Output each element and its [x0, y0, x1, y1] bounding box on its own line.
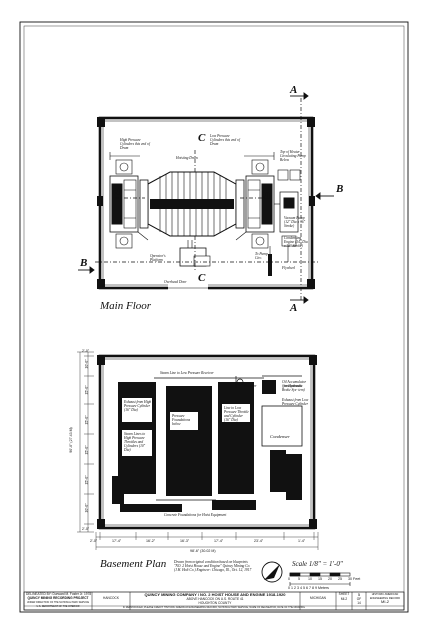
- tb-footer: IF REPRODUCED, PLEASE CREDIT: HISTORIC A…: [122, 606, 306, 609]
- label-hp-cylinders: High Pressure Cylinders this end of Drum: [120, 138, 150, 150]
- label-condensing-engine: Condensing Engine (14" Dia x 36" Stroke): [284, 236, 308, 248]
- scale-tick-20: 20: [328, 577, 332, 581]
- tb-title: QUINCY MINING COMPANY / NO. 2 HOIST HOUS…: [144, 592, 286, 597]
- label-overhead-door: Overhead Door: [164, 280, 187, 284]
- label-steam-lines-hp: Steam Lines to High Pressure Throttles a…: [124, 432, 146, 452]
- dim-bottom-3: 16'-2": [146, 539, 156, 543]
- label-lp-cylinders: Low Pressure Cylinders this end of Drum: [210, 134, 240, 146]
- drawing-notes: Drawn from original condition based on b…: [174, 560, 252, 572]
- section-marker-d-left: D: [114, 186, 122, 198]
- dim-left-6: 15'-0": [84, 475, 89, 485]
- dim-bottom-1: 2'-0": [90, 539, 98, 543]
- tb-habs-no: MI-2: [381, 599, 389, 604]
- scale-tick-30: 30 Feet: [348, 577, 361, 581]
- tb-state: MICHIGAN: [310, 596, 326, 600]
- low-pressure-engine: [245, 159, 275, 249]
- dim-bottom-6: 23'-4": [254, 539, 264, 543]
- scale-tick-0: 0: [288, 577, 290, 581]
- tb-delineator: DELINEATED BY: Durward M. Foster Jr. 197…: [26, 592, 92, 596]
- label-receiver: Receiver: [244, 384, 257, 388]
- flywheel: [268, 246, 272, 276]
- basement-plan: [77, 351, 319, 550]
- label-line-lp: Line to Low Pressure Throttle and Cylind…: [224, 406, 249, 422]
- label-to-pump: To Pump Circ.: [255, 252, 268, 260]
- tb-survey-no: MI-2: [340, 597, 348, 601]
- scale-tick-25: 25: [338, 577, 342, 581]
- dim-left-3: 15'-0": [84, 385, 89, 395]
- section-marker-c-top: C: [198, 132, 206, 144]
- high-pressure-engine: [109, 159, 139, 249]
- section-marker-a-top: A: [290, 84, 298, 96]
- label-operators-platform: Operator's Platform: [150, 254, 166, 262]
- section-marker-d-right: D: [262, 190, 270, 202]
- condensing-engine: [274, 169, 301, 262]
- dim-left-1: 2'-0": [82, 349, 90, 353]
- dim-overall-bottom: 98'-6" (30.02 M): [190, 549, 216, 553]
- tb-total: 14: [357, 601, 361, 605]
- dim-bottom-5: 17'-4": [214, 539, 224, 543]
- scale-label: Scale 1/8" = 1'-0": [292, 560, 343, 568]
- hoisting-drum: [139, 171, 245, 237]
- dim-left-2: 10'-0": [84, 359, 89, 369]
- dim-left-8: 2'-0": [82, 527, 90, 531]
- dim-left-4: 15'-0": [84, 415, 89, 425]
- label-hoisting-drum: Hoisting Drum: [176, 156, 198, 160]
- label-pressure-foundations: Pressure Foundations below: [172, 414, 191, 426]
- label-concrete-foundations: Concrete Foundations for Hoist Equipment: [164, 513, 227, 517]
- operators-platform: [179, 240, 211, 267]
- tb-sheet-no: 5: [357, 592, 361, 597]
- tb-subtitle: ABOVE HANCOCK ON U.S. ROUTE 41: [186, 597, 244, 601]
- dim-overall-left: 90'-0" (27.43 M): [68, 427, 73, 453]
- label-exhaust-lp: Exhaust from Low Pressure Cylinder: [282, 398, 309, 406]
- basement-title: Basement Plan: [100, 558, 167, 570]
- section-marker-b-left: B: [80, 257, 88, 269]
- tb-sheet-label: SHEET: [338, 592, 350, 596]
- tb-habs: HISTORIC AMERICAN ENGINEERING RECORD: [369, 593, 401, 600]
- label-flywheel: Flywheel: [282, 266, 296, 270]
- main-floor-title: Main Floor: [100, 300, 152, 312]
- tb-of: OF: [356, 597, 362, 601]
- dim-bottom-4: 16'-3": [180, 539, 190, 543]
- dim-bottom-2: 17'-4": [112, 539, 122, 543]
- label-steam-line: Steam Line to Low Pressure Receiver: [160, 371, 214, 375]
- tb-location: HANCOCK: [103, 596, 119, 600]
- scale-tick-5: 5: [298, 577, 300, 581]
- label-top-of-heater: Top of Heater Circulating Pump Below: [280, 150, 306, 162]
- dim-left-5: 15'-0": [84, 445, 89, 455]
- tb-agency: QUINCY MINING RECORDING PROJECT: [27, 596, 89, 600]
- section-marker-c-bottom: C: [198, 272, 206, 284]
- dim-left-7: 10'-0": [84, 503, 89, 513]
- scale-tick-10: 10: [308, 577, 312, 581]
- graphic-scale: [289, 572, 351, 586]
- section-marker-a-bottom: A: [290, 302, 298, 314]
- dim-bottom-7: 1'-4": [298, 539, 306, 543]
- tb-fine-print: UNDER DIRECTION OF THE NATIONAL PARK SER…: [26, 601, 90, 608]
- scale-meters: 0 1 2 3 4 5 6 7 8 9 Meters: [288, 586, 329, 590]
- section-marker-b-right: B: [336, 183, 344, 195]
- title-block: [23, 591, 405, 611]
- label-oil-accumulator: Oil Accumulator (for Hydraulic Brake Sys…: [282, 380, 306, 392]
- label-vacuum-pump: Vacuum Pump (12" Dia x 36" Stroke): [284, 216, 306, 228]
- label-condenser: Condenser: [270, 434, 290, 439]
- tb-county: HOUGHTON COUNTY: [198, 601, 232, 605]
- label-exhaust-hp: Exhaust from High Pressure Cylinder (16"…: [124, 400, 152, 412]
- main-floor-plan: [78, 92, 334, 304]
- scale-tick-15: 15: [318, 577, 322, 581]
- north-arrow: [261, 561, 283, 583]
